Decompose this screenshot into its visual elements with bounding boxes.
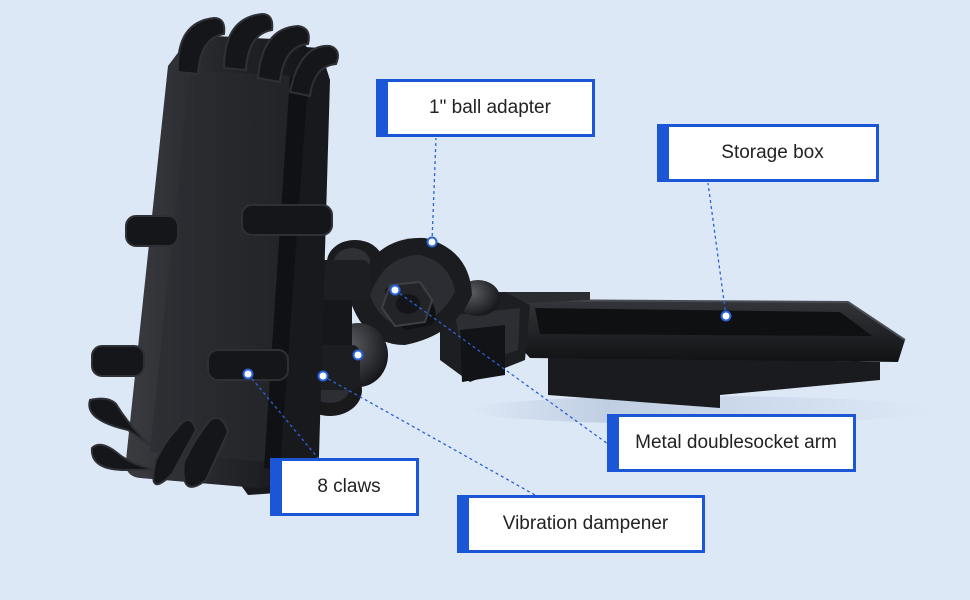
marker-dampener-arm <box>352 349 364 361</box>
marker-dampener <box>317 370 329 382</box>
marker-metal-arm <box>389 284 401 296</box>
callout-metal-arm-text: Metal doublesocket arm <box>635 432 837 453</box>
leader-ball-adapter <box>431 137 437 243</box>
callout-dampener-text: Vibration dampener <box>502 513 669 534</box>
callout-dampener: Vibration dampener <box>457 495 705 553</box>
callout-storage-box-text: Storage box <box>721 142 824 163</box>
leader-dampener <box>322 375 536 496</box>
leader-lines <box>247 137 727 496</box>
leader-metal-arm <box>394 289 609 445</box>
marker-ball-adapter <box>426 236 438 248</box>
callout-markers <box>242 236 732 382</box>
storage-box-tray <box>495 292 906 408</box>
callout-metal-arm: Metal doublesocket arm <box>607 414 856 472</box>
marker-storage-box <box>720 310 732 322</box>
leader-storage-box <box>707 182 727 317</box>
leader-claws <box>247 373 319 459</box>
callout-storage-box: Storage box <box>657 124 879 182</box>
marker-claws <box>242 368 254 380</box>
callout-claws-text: 8 claws <box>317 476 381 497</box>
callout-ball-adapter-text: 1" ball adapter <box>429 97 551 118</box>
callout-claws: 8 claws <box>270 458 419 516</box>
holder-claws <box>88 12 339 488</box>
callout-ball-adapter: 1" ball adapter <box>376 79 595 137</box>
